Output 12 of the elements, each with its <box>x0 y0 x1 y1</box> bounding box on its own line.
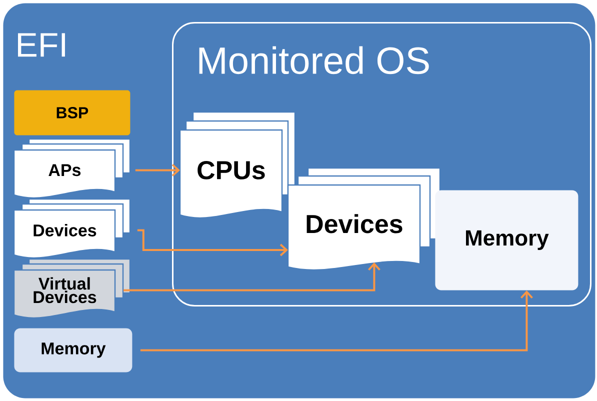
document-stack: Virtual Devices <box>13 258 131 318</box>
document-stack: CPUs <box>179 111 296 218</box>
document-stack: APs <box>13 138 131 198</box>
document-stack: Devices <box>287 167 441 270</box>
bracket-arrow <box>137 229 288 256</box>
arrow <box>123 262 380 292</box>
document-stack: Devices <box>13 198 131 258</box>
rounded-box: Memory <box>14 328 132 372</box>
label-box: BSP <box>14 90 130 136</box>
rounded-box: Memory <box>435 190 578 290</box>
arrow <box>135 164 180 176</box>
arrow <box>140 290 533 352</box>
